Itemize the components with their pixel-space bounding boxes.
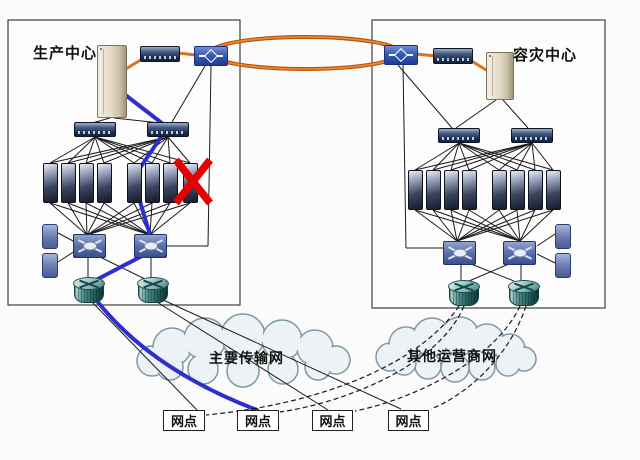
- branch-site-label: 网点: [245, 411, 271, 430]
- branch-site-box: 网点: [388, 410, 429, 431]
- disaster-center-label: 容灾中心: [513, 44, 577, 65]
- branch-site-label: 网点: [171, 411, 197, 430]
- branch-site-box: 网点: [163, 410, 205, 431]
- branch-site-box: 网点: [312, 410, 353, 431]
- main-transport-cloud-label: 主要传输网: [209, 348, 284, 368]
- branch-site-box: 网点: [237, 410, 279, 431]
- other-carrier-cloud-label: 其他运营商网: [407, 346, 497, 366]
- production-center-label: 生产中心: [33, 42, 97, 63]
- branch-site-label: 网点: [319, 411, 345, 430]
- branch-site-label: 网点: [395, 411, 421, 430]
